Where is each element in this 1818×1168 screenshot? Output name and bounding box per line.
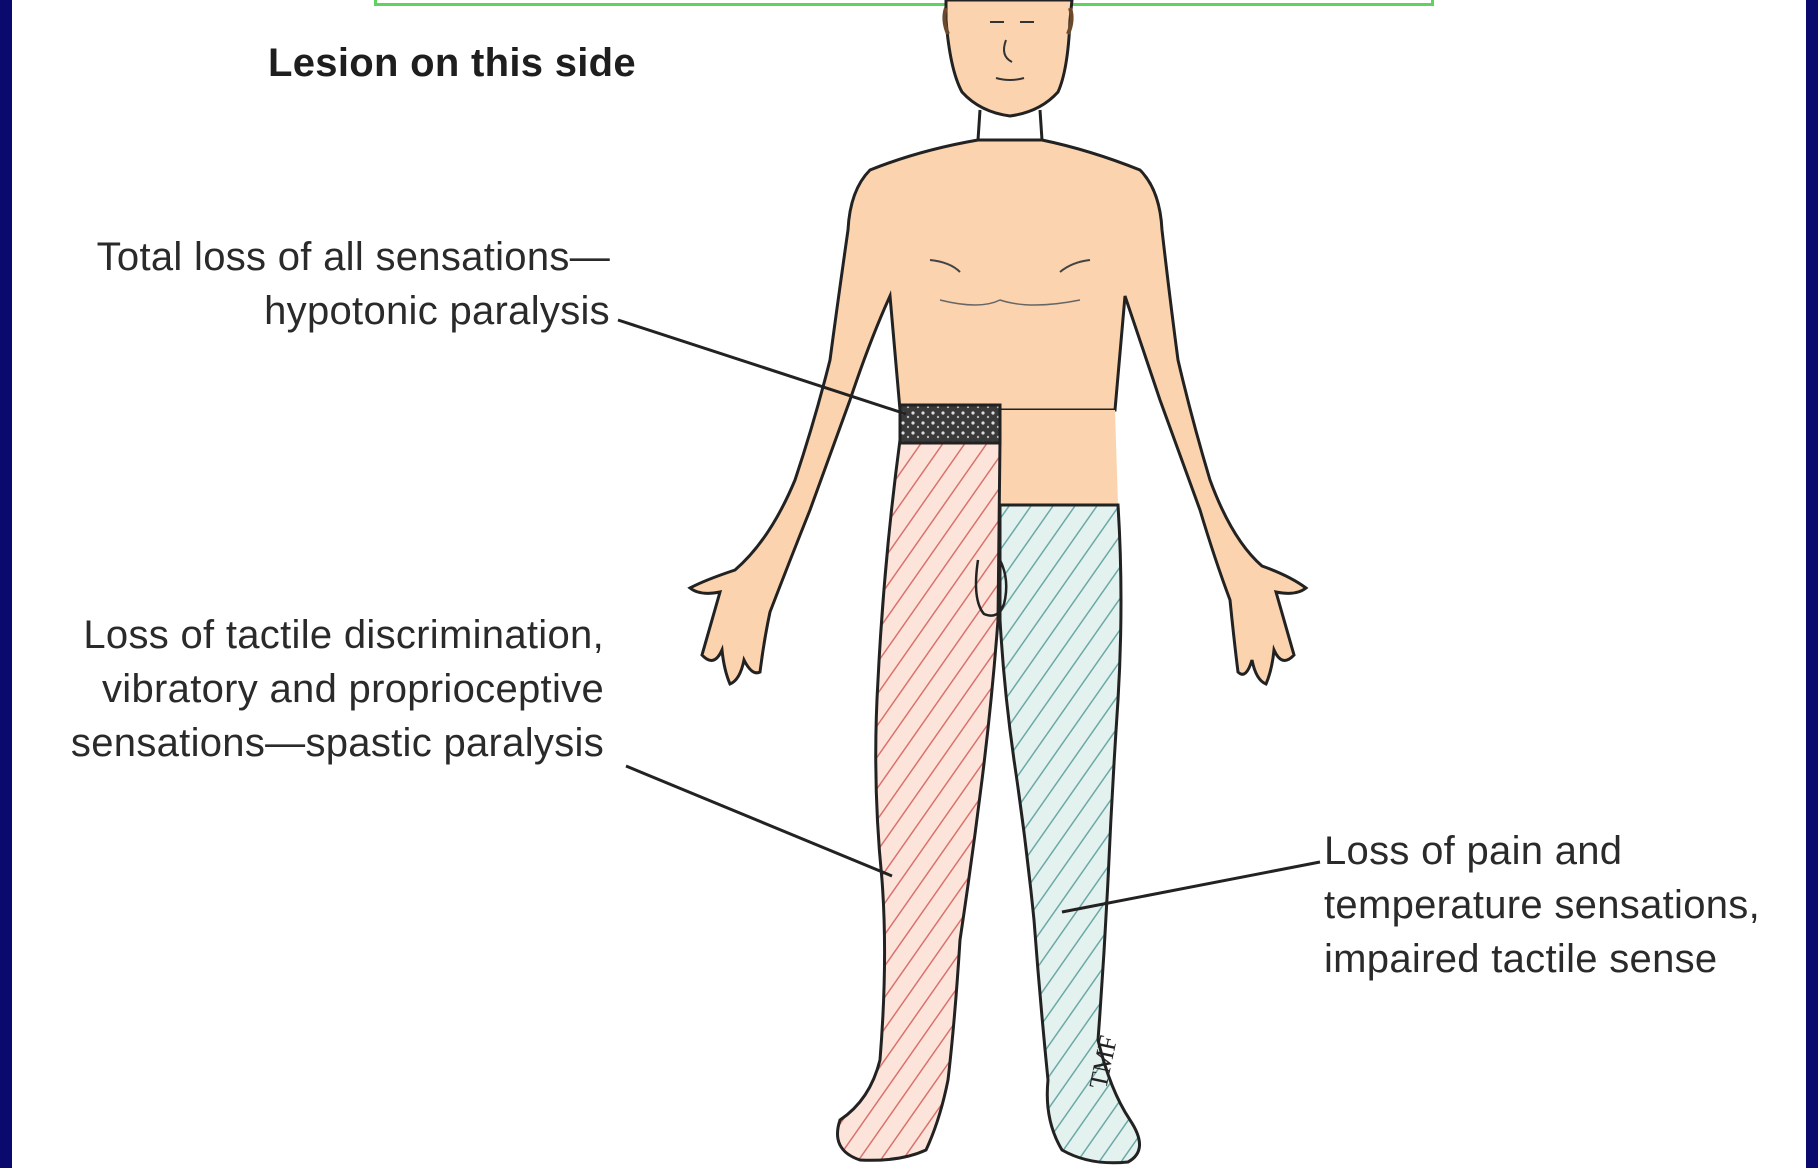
- ipsilateral-leg: [838, 440, 1001, 1160]
- pain-loss-label: Loss of pain and temperature sensations,…: [1324, 824, 1814, 986]
- tactile-loss-line-3: sensations—spastic paralysis: [0, 716, 604, 770]
- leader-tactile-loss: [626, 766, 892, 876]
- total-loss-line-2: hypotonic paralysis: [30, 284, 610, 338]
- lesion-side-heading: Lesion on this side: [268, 36, 636, 90]
- pain-loss-line-3: impaired tactile sense: [1324, 932, 1814, 986]
- total-loss-label: Total loss of all sensations— hypotonic …: [30, 230, 610, 338]
- lesion-band: [900, 405, 1000, 443]
- pain-loss-line-1: Loss of pain and: [1324, 824, 1814, 878]
- head: [944, 0, 1072, 116]
- total-loss-line-1: Total loss of all sensations—: [30, 230, 610, 284]
- contralateral-leg: [1000, 505, 1140, 1163]
- pain-loss-line-2: temperature sensations,: [1324, 878, 1814, 932]
- tactile-loss-line-2: vibratory and proprioceptive: [0, 662, 604, 716]
- tactile-loss-line-1: Loss of tactile discrimination,: [0, 608, 604, 662]
- tactile-loss-label: Loss of tactile discrimination, vibrator…: [0, 608, 604, 770]
